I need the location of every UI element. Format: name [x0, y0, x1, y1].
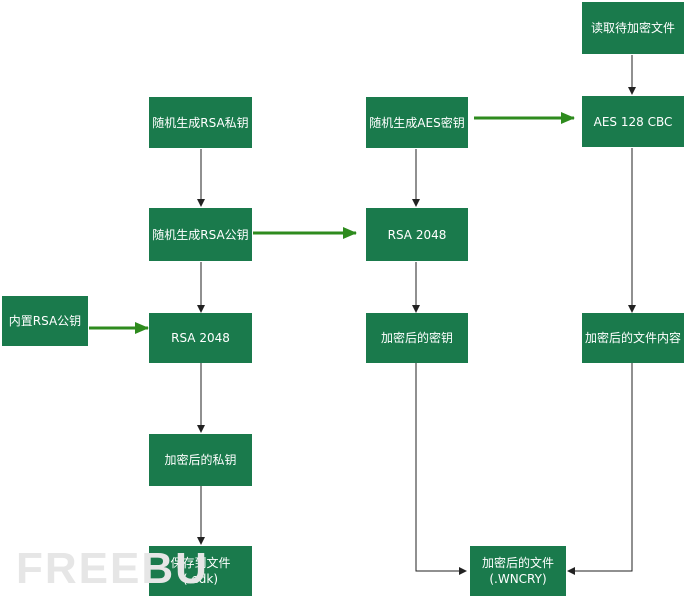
arrow-encrypted-key-to-file [415, 363, 467, 575]
node-builtin-rsa-public: 内置RSA公钥 [2, 296, 88, 346]
arrow-encrypted-content-to-file [567, 363, 633, 575]
save-to-file-line2: (.edk) [182, 572, 219, 586]
encrypted-file-line1: 加密后的文件 [481, 556, 554, 570]
node-gen-rsa-private: 随机生成RSA私钥 [149, 97, 252, 148]
node-gen-rsa-public: 随机生成RSA公钥 [149, 208, 252, 261]
node-encrypted-file: 加密后的文件 (.WNCRY) [470, 546, 566, 596]
node-encrypted-file-content: 加密后的文件内容 [582, 313, 684, 363]
watermark-logo: FREEBU [16, 544, 209, 593]
node-encrypted-private-key: 加密后的私钥 [149, 434, 252, 486]
node-aes-128-cbc: AES 128 CBC [582, 96, 684, 147]
node-gen-aes-key: 随机生成AES密钥 [366, 97, 468, 148]
node-read-file: 读取待加密文件 [582, 2, 684, 54]
node-rsa-2048-middle: RSA 2048 [366, 208, 468, 261]
encrypted-file-line2: (.WNCRY) [489, 572, 547, 586]
node-save-to-file: 保存到文件 (.edk) [149, 546, 252, 596]
save-to-file-line1: 保存到文件 [170, 556, 231, 570]
node-encrypted-key: 加密后的密钥 [366, 313, 468, 363]
node-rsa-2048-left: RSA 2048 [149, 313, 252, 363]
